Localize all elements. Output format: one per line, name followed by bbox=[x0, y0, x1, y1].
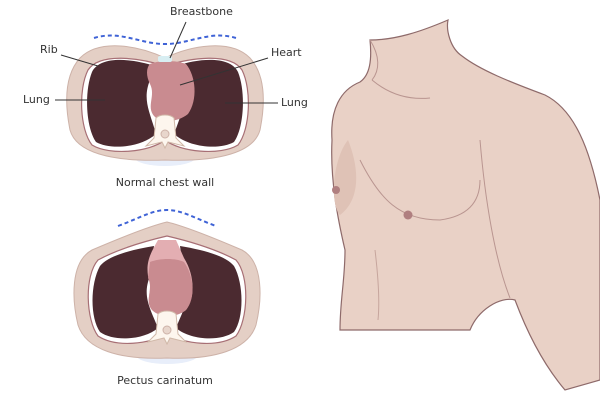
label-breastbone: Breastbone bbox=[170, 5, 233, 18]
label-lung-left: Lung bbox=[23, 93, 50, 106]
left-lung-carinatum bbox=[92, 246, 158, 339]
label-rib: Rib bbox=[40, 43, 58, 56]
right-lung-carinatum bbox=[176, 246, 242, 339]
left-nipple bbox=[332, 186, 340, 194]
label-lung-right: Lung bbox=[281, 96, 308, 109]
left-lung bbox=[87, 59, 156, 147]
label-heart: Heart bbox=[271, 46, 302, 59]
caption-pectus-carinatum: Pectus carinatum bbox=[117, 374, 213, 387]
normal-chest-cross-section bbox=[55, 21, 278, 166]
right-nipple bbox=[403, 210, 413, 220]
chest-outline-dashed-carinatum bbox=[117, 208, 217, 227]
spine-carinatum bbox=[146, 310, 188, 346]
heart bbox=[147, 61, 195, 122]
chest-outline-dashed bbox=[93, 34, 237, 46]
carinatum-chest-cross-section bbox=[73, 208, 261, 364]
spine bbox=[144, 114, 186, 150]
caption-normal-chest-wall: Normal chest wall bbox=[115, 176, 215, 189]
torso-illustration bbox=[331, 18, 600, 391]
